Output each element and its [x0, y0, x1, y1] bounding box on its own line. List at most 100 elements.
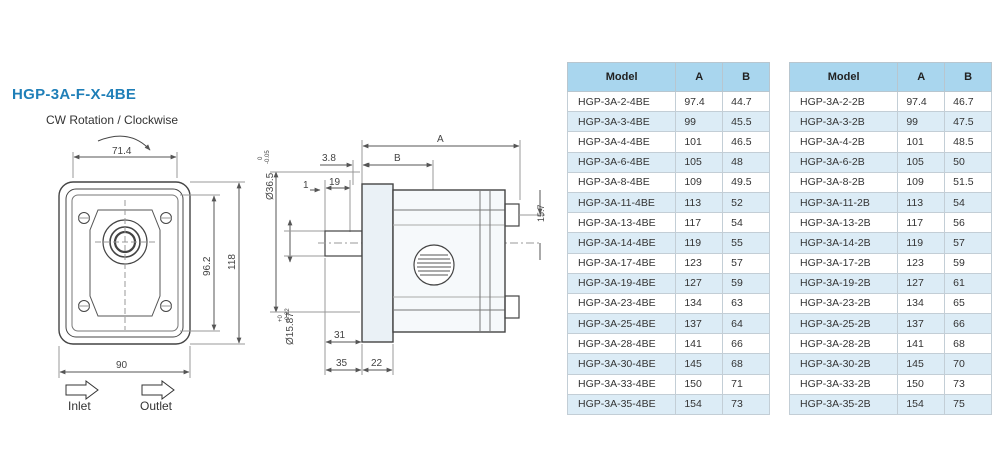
a-cell: 101	[897, 131, 946, 153]
model-cell: HGP-3A-25-2B	[788, 313, 899, 335]
dim-height-outer: 118	[227, 254, 238, 270]
b-cell: 59	[722, 272, 770, 294]
a-cell: 154	[675, 393, 724, 416]
model-cell: HGP-3A-2-2B	[788, 90, 899, 113]
model-cell: HGP-3A-11-4BE	[566, 191, 677, 214]
model-cell: HGP-3A-17-2B	[788, 252, 899, 274]
side-port-icon	[413, 244, 455, 286]
b-cell: 55	[722, 232, 770, 254]
model-cell: HGP-3A-28-4BE	[566, 333, 677, 355]
model-cell: HGP-3A-2-4BE	[566, 90, 677, 113]
inlet-arrow-icon	[65, 380, 99, 400]
model-cell: HGP-3A-17-4BE	[566, 252, 677, 274]
b-cell: 57	[722, 252, 770, 274]
b-cell: 65	[944, 292, 992, 315]
b-cell: 44.7	[722, 90, 770, 113]
a-cell: 99	[897, 111, 946, 133]
model-cell: HGP-3A-30-4BE	[566, 353, 677, 375]
dim-a: A	[437, 134, 444, 145]
b-cell: 59	[944, 252, 992, 274]
b-cell: 63	[722, 292, 770, 315]
model-cell: HGP-3A-33-2B	[788, 373, 899, 395]
b-cell: 70	[944, 353, 992, 375]
a-cell: 97.4	[897, 90, 946, 113]
a-cell: 99	[675, 111, 724, 133]
dim-height-inner: 96.2	[202, 256, 213, 276]
outlet-arrow-icon	[141, 380, 175, 400]
model-cell: HGP-3A-11-2B	[788, 191, 899, 214]
dim-19: 19	[329, 177, 341, 188]
model-cell: HGP-3A-3-4BE	[566, 111, 677, 133]
b-cell: 46.7	[944, 90, 992, 113]
b-cell: 71	[722, 373, 770, 395]
a-cell: 119	[897, 232, 946, 254]
a-cell: 141	[675, 333, 724, 355]
model-cell: HGP-3A-23-2B	[788, 292, 899, 315]
model-cell: HGP-3A-6-4BE	[566, 151, 677, 173]
dim-22: 22	[371, 358, 383, 369]
dim-b: B	[394, 153, 401, 164]
b-cell: 73	[944, 373, 992, 395]
dim-width-top: 71.4	[112, 146, 132, 157]
b-cell: 57	[944, 232, 992, 254]
model-cell: HGP-3A-14-2B	[788, 232, 899, 254]
b-cell: 64	[722, 313, 770, 335]
a-cell: 123	[897, 252, 946, 274]
b-cell: 56	[944, 212, 992, 234]
a-cell: 150	[897, 373, 946, 395]
dim-shaft-tol-bottom: -0.02	[285, 308, 291, 322]
a-cell: 134	[675, 292, 724, 315]
model-cell: HGP-3A-13-4BE	[566, 212, 677, 234]
dim-pilot-tol-bottom: -0.05	[265, 150, 271, 164]
b-cell: 46.5	[722, 131, 770, 153]
model-cell: HGP-3A-30-2B	[788, 353, 899, 375]
model-cell: HGP-3A-33-4BE	[566, 373, 677, 395]
model-cell: HGP-3A-28-2B	[788, 333, 899, 355]
a-cell: 97.4	[675, 90, 724, 113]
pump-flange-inner	[65, 188, 184, 338]
b-cell: 68	[944, 333, 992, 355]
a-cell: 119	[675, 232, 724, 254]
rear-bolt	[504, 295, 520, 319]
dim-width-bottom: 90	[116, 360, 128, 371]
a-cell: 127	[675, 272, 724, 294]
column-header-model: Model	[566, 62, 677, 92]
page-title: HGP-3A-F-X-4BE	[12, 86, 137, 103]
model-cell: HGP-3A-19-4BE	[566, 272, 677, 294]
model-cell: HGP-3A-35-4BE	[566, 393, 677, 416]
outlet-label: Outlet	[140, 399, 173, 413]
model-cell: HGP-3A-4-2B	[788, 131, 899, 153]
a-cell: 123	[675, 252, 724, 274]
dim-pilot: Ø36.5	[265, 172, 276, 200]
a-cell: 101	[675, 131, 724, 153]
b-cell: 73	[722, 393, 770, 416]
inlet-label: Inlet	[68, 399, 91, 413]
b-cell: 61	[944, 272, 992, 294]
b-cell: 66	[944, 313, 992, 335]
pump-flange-outline	[58, 181, 191, 345]
b-cell: 47.5	[944, 111, 992, 133]
a-cell: 137	[897, 313, 946, 335]
side-view: A B 3.8 1 19 Ø36.5 0 -0.05 Ø15.87 +0 -0.…	[258, 134, 546, 375]
